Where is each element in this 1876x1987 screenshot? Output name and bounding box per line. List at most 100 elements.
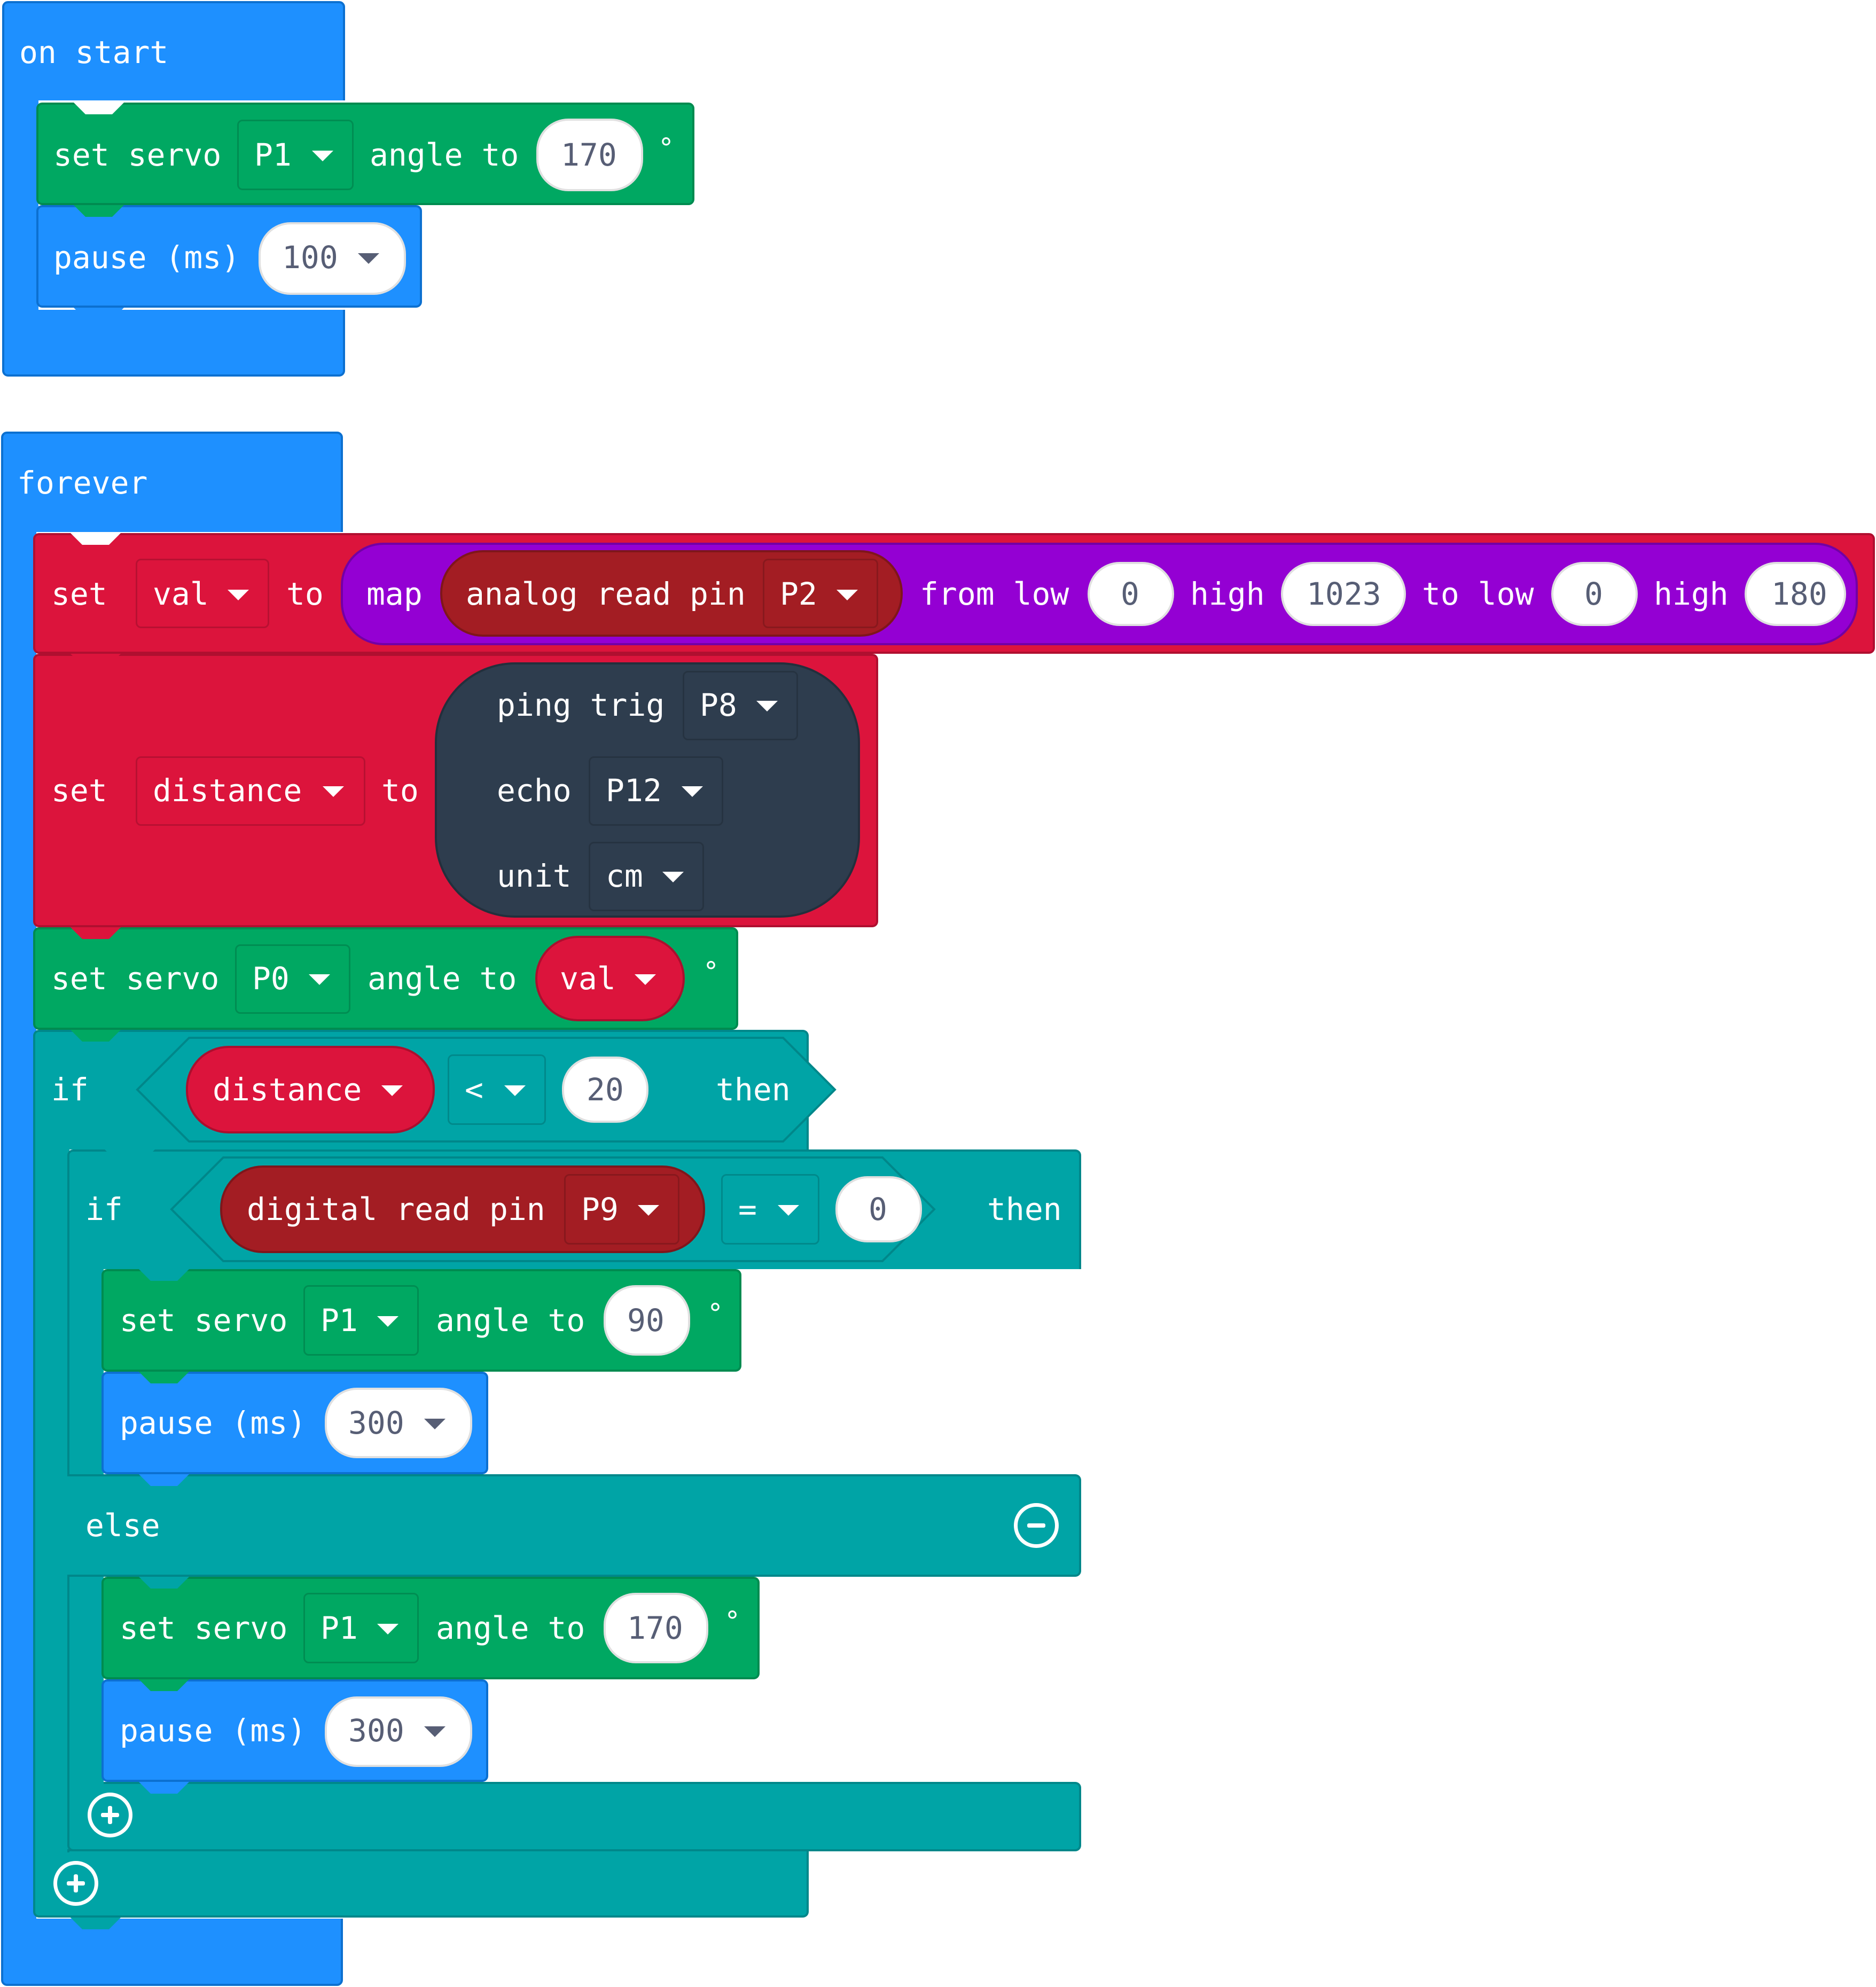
degree-symbol: ° — [703, 956, 720, 987]
servo-pin-dropdown[interactable] — [235, 944, 350, 1014]
pause-value: 300 — [348, 1405, 404, 1441]
echo-label: echo — [497, 772, 572, 809]
val-variable-name: val — [153, 576, 209, 612]
caret-down-icon — [682, 786, 703, 797]
then-label: then — [987, 1191, 1062, 1227]
compare-value-input[interactable] — [562, 1057, 648, 1123]
degree-symbol: ° — [707, 1298, 724, 1329]
angle-input[interactable] — [536, 119, 643, 191]
ping-trig-label: ping trig — [497, 687, 665, 723]
analog-pin-value: P2 — [780, 576, 817, 612]
compare-value-input[interactable] — [835, 1176, 922, 1242]
digital-read-pin-block[interactable] — [220, 1165, 705, 1253]
operator-dropdown[interactable] — [448, 1054, 546, 1125]
caret-down-icon — [662, 872, 684, 882]
angle-to-label: angle to — [368, 960, 517, 997]
from-high-input[interactable] — [1281, 562, 1406, 626]
digital-pin-value: P9 — [581, 1191, 619, 1227]
then-label: then — [716, 1071, 791, 1108]
digital-pin-dropdown[interactable] — [564, 1174, 679, 1245]
analog-pin-dropdown[interactable] — [763, 559, 878, 628]
analog-read-pin-label: analog read pin — [466, 576, 746, 612]
set-servo-label: set servo — [120, 1610, 288, 1646]
servo-pin-dropdown[interactable] — [303, 1593, 419, 1663]
unit-label: unit — [497, 858, 572, 894]
to-label: to — [381, 772, 419, 809]
servo-pin-dropdown[interactable] — [237, 120, 354, 190]
pause-input[interactable] — [325, 1696, 472, 1767]
trig-pin-value: P8 — [700, 687, 737, 723]
angle-value: 90 — [627, 1302, 665, 1339]
val-variable-dropdown[interactable] — [136, 559, 269, 628]
echo-pin-dropdown[interactable] — [589, 756, 723, 826]
high-label: high — [1654, 576, 1729, 612]
plus-circle-icon[interactable] — [88, 1793, 132, 1837]
pause-value: 100 — [282, 239, 338, 276]
set-servo-label: set servo — [51, 960, 220, 997]
distance-variable-reporter[interactable] — [186, 1046, 435, 1133]
to-high-input[interactable] — [1745, 562, 1846, 626]
operator-dropdown[interactable] — [721, 1174, 819, 1245]
plus-circle-icon[interactable] — [53, 1861, 98, 1906]
analog-read-pin-block[interactable] — [440, 550, 903, 637]
to-low-input[interactable] — [1551, 562, 1638, 626]
from-high-value: 1023 — [1307, 576, 1381, 612]
else-label: else — [85, 1507, 160, 1544]
servo-pin-value: P1 — [321, 1610, 358, 1646]
compare-value: 20 — [587, 1071, 624, 1108]
degree-symbol: ° — [724, 1606, 741, 1637]
angle-to-label: angle to — [370, 137, 519, 173]
pause-input[interactable] — [325, 1388, 472, 1458]
operator-value: < — [465, 1071, 483, 1108]
set-label: set — [51, 576, 107, 612]
pause-label: pause (ms) — [120, 1712, 307, 1749]
minus-circle-icon[interactable] — [1014, 1503, 1059, 1548]
on-start-header[interactable]: on start — [19, 34, 169, 71]
caret-down-icon — [424, 1419, 445, 1429]
if-block-footer — [33, 1851, 809, 1918]
trig-pin-dropdown[interactable] — [683, 671, 798, 740]
angle-to-label: angle to — [436, 1302, 585, 1339]
to-label: to — [286, 576, 324, 612]
forever-header[interactable]: forever — [17, 465, 148, 501]
angle-value: 170 — [627, 1610, 683, 1646]
ping-block[interactable] — [435, 662, 860, 918]
if-block-spine — [33, 1147, 69, 1853]
from-low-input[interactable] — [1088, 562, 1174, 626]
caret-down-icon — [377, 1624, 398, 1634]
pause-label: pause (ms) — [120, 1405, 307, 1441]
caret-down-icon — [323, 786, 344, 797]
pause-input[interactable] — [259, 222, 406, 295]
caret-down-icon — [504, 1085, 526, 1096]
angle-input[interactable] — [604, 1593, 708, 1663]
caret-down-icon — [638, 1205, 659, 1216]
angle-input[interactable] — [604, 1285, 690, 1356]
from-low-label: from low — [920, 576, 1069, 612]
caret-down-icon — [309, 974, 330, 985]
if-label: if — [85, 1191, 123, 1227]
caret-down-icon — [837, 590, 858, 600]
distance-variable-name: distance — [213, 1071, 362, 1108]
to-high-value: 180 — [1771, 576, 1827, 612]
servo-pin-value: P1 — [321, 1302, 358, 1339]
caret-down-icon — [381, 1085, 403, 1096]
val-variable-reporter[interactable] — [535, 936, 685, 1021]
if-else-block-footer — [67, 1782, 1081, 1851]
distance-variable-dropdown[interactable] — [136, 756, 365, 826]
unit-dropdown[interactable] — [589, 842, 704, 911]
operator-value: = — [738, 1191, 757, 1227]
caret-down-icon — [377, 1316, 398, 1327]
echo-pin-value: P12 — [606, 772, 662, 809]
servo-pin-dropdown[interactable] — [303, 1285, 419, 1356]
compare-value: 0 — [869, 1191, 887, 1227]
to-low-value: 0 — [1584, 576, 1603, 612]
high-label: high — [1190, 576, 1265, 612]
caret-down-icon — [635, 974, 656, 985]
map-label: map — [366, 576, 423, 612]
val-variable-name: val — [560, 960, 616, 997]
pause-value: 300 — [348, 1712, 404, 1749]
caret-down-icon — [424, 1726, 445, 1737]
set-label: set — [51, 772, 107, 809]
caret-down-icon — [228, 590, 249, 600]
